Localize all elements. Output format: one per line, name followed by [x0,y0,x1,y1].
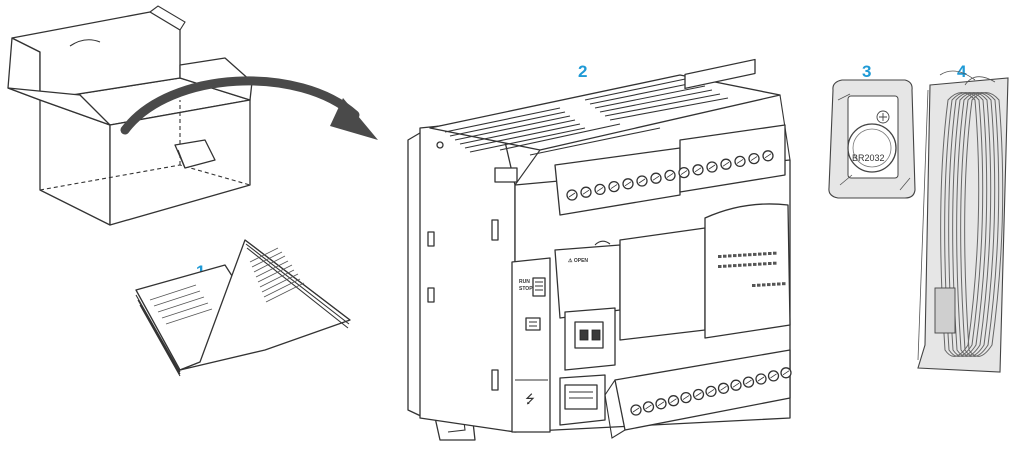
coiled-cable [940,92,1004,357]
open-box [7,5,253,226]
status-led [777,282,781,286]
status-led [773,261,777,265]
status-led [768,252,772,255]
io-led-cover[interactable] [704,203,791,339]
status-led [733,264,737,268]
center-panel [619,227,706,341]
top-led-strip [684,58,756,90]
status-led [718,265,722,268]
run-label: RUN [519,279,530,285]
side-slot [491,369,499,391]
serial-port[interactable] [564,307,616,371]
usb-icon: ⭍ [525,392,535,406]
instruction-sheet [135,239,351,377]
status-led [748,253,752,257]
coin-cell-battery [847,123,897,173]
status-led [758,252,762,256]
side-slot [427,231,435,247]
status-led [743,253,747,257]
run-stop-switch[interactable] [532,277,546,297]
status-led [738,253,742,257]
sd-card-slot[interactable] [525,317,541,331]
callout-3: 3 [862,62,871,81]
unpack-arrow-head [330,98,378,140]
status-led [782,282,786,286]
status-led [767,283,771,287]
status-led [768,262,772,265]
unpack-arrow [120,76,360,135]
cable-bag [917,70,1009,373]
battery-package: BR2032 [828,79,916,199]
ethernet-port[interactable] [559,374,606,426]
status-led [773,251,777,255]
status-led [733,254,737,258]
side-slot [491,219,499,241]
left-control-panel: RUN STOP ⭍ [511,257,551,433]
battery-label: BR2032 [852,153,885,163]
status-led [753,252,757,256]
status-led [723,264,727,268]
top-connector [494,167,518,183]
status-led [762,283,766,287]
status-led [763,262,767,266]
status-led [763,252,767,256]
logic-controller: RUN STOP ⭍ ⚠ OPEN [407,58,792,441]
status-led [772,282,776,286]
status-led [723,254,727,258]
status-led [738,263,742,267]
callout-2: 2 [578,62,587,81]
status-led [728,254,732,258]
upper-terminal-block [554,124,786,216]
status-led [748,263,752,267]
open-label: ⚠ OPEN [568,258,588,264]
sheet-text-lines [149,247,305,325]
callout-4: 4 [957,62,967,81]
status-led [757,283,761,287]
status-led [752,284,756,287]
top-vents [444,77,729,156]
side-slot [427,287,435,303]
cable-connector [934,287,956,334]
battery-cover[interactable]: ⚠ OPEN [554,240,621,319]
status-led [753,262,757,266]
status-led [743,263,747,267]
lower-terminal-block [604,349,792,439]
status-led [728,264,732,268]
status-led [758,262,762,266]
status-led [718,255,722,258]
stop-label: STOP [519,286,533,292]
